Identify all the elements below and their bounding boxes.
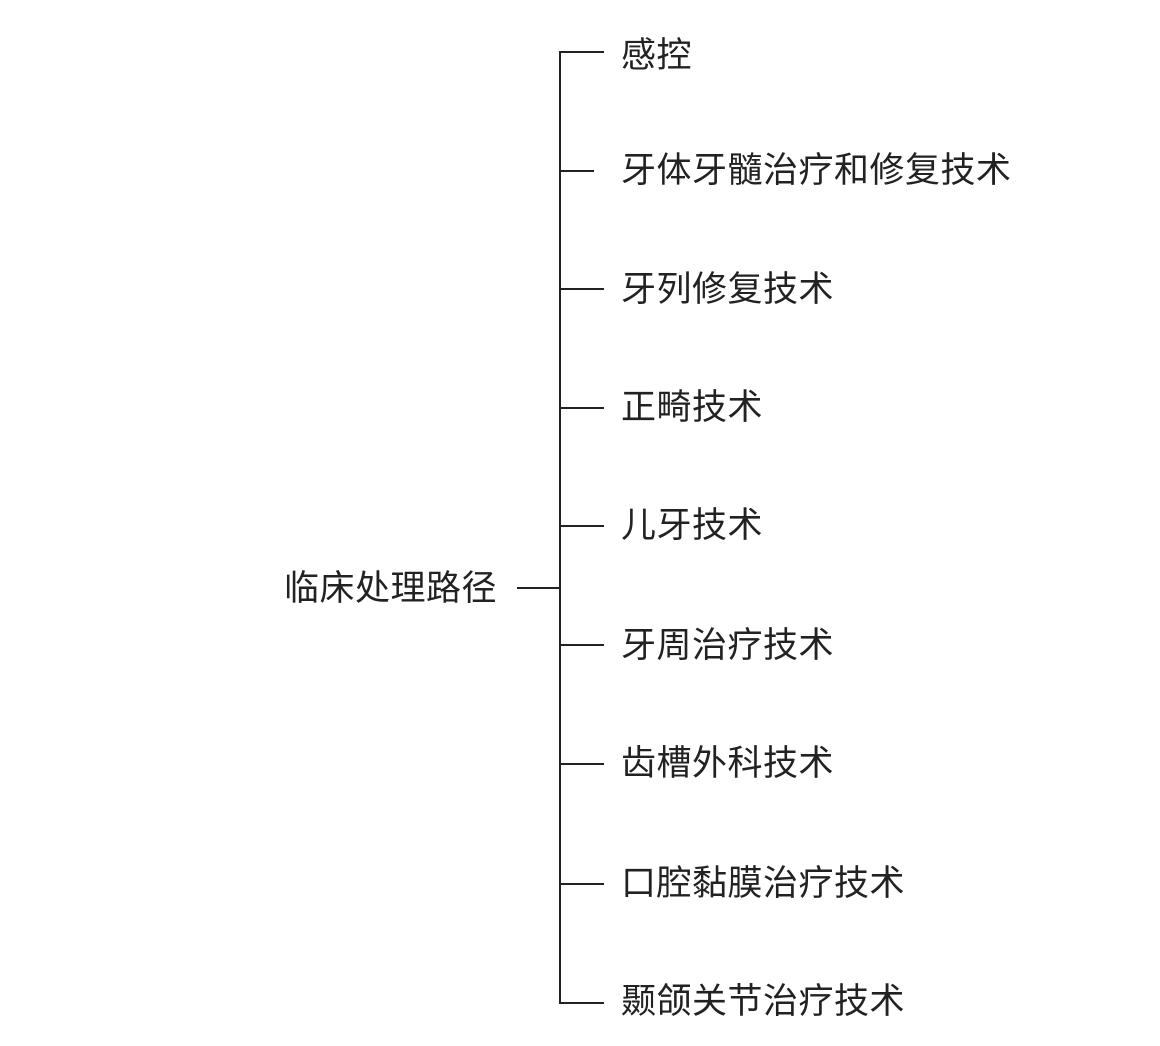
child-node-label: 牙周治疗技术 — [621, 626, 835, 666]
child-node-label: 牙列修复技术 — [621, 270, 835, 310]
child-node-label: 口腔黏膜治疗技术 — [621, 864, 906, 904]
child-node-label: 儿牙技术 — [621, 506, 764, 546]
child-node-label: 颞颌关节治疗技术 — [621, 982, 906, 1022]
child-node-label: 牙体牙髓治疗和修复技术 — [621, 151, 1012, 191]
root-node-label: 临床处理路径 — [284, 569, 498, 609]
child-node-label: 感控 — [621, 36, 693, 76]
child-node-label: 齿槽外科技术 — [621, 744, 835, 784]
child-node-label: 正畸技术 — [621, 388, 764, 428]
